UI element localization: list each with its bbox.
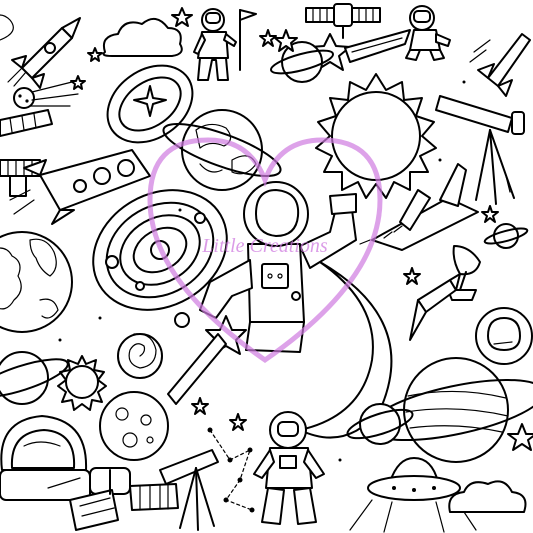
small-ringed-planet-icon — [270, 29, 334, 83]
helmet-right-icon — [475, 307, 533, 365]
rocket-top-right-icon — [469, 33, 531, 97]
small-planet-right-icon — [483, 223, 529, 249]
sun-large-icon — [315, 73, 437, 199]
astronaut-floating-icon — [405, 5, 451, 61]
crescent-planet-icon — [106, 64, 194, 144]
earth-globe-icon — [0, 231, 73, 333]
shooting-star-center-icon — [167, 315, 247, 405]
cloud-icon — [102, 17, 183, 57]
spiral-galaxy-icon — [117, 333, 163, 379]
ringed-planet-left-icon — [0, 351, 69, 405]
star-right-icon — [507, 423, 533, 451]
astronaut-walking-icon — [253, 411, 325, 525]
satellite-dish-icon — [447, 245, 481, 301]
satellite-icon — [305, 3, 381, 39]
space-probe-bottom-icon — [69, 467, 179, 531]
rocket-right-icon — [409, 273, 461, 341]
constellation-icon — [207, 427, 255, 513]
comet-icon — [13, 81, 79, 109]
cloud-bottom-icon — [448, 480, 527, 513]
stars-cluster-icon — [70, 7, 193, 90]
swirl-icon — [0, 14, 14, 41]
rocket-top-left-icon — [7, 17, 81, 89]
telescope-right-icon — [435, 95, 525, 205]
sun-small-icon — [57, 355, 107, 411]
astronaut-with-flag-icon — [193, 8, 257, 81]
patterned-planet-icon — [162, 109, 282, 191]
scattered-stars-icon — [58, 29, 499, 462]
telescope-bottom-icon — [159, 449, 219, 531]
space-shuttle-icon — [359, 163, 479, 251]
space-probe-icon — [0, 109, 53, 137]
ufo-icon — [349, 457, 477, 533]
rocket-left-icon — [9, 149, 151, 225]
helmet-bottom-left-icon — [0, 415, 91, 501]
small-ringed-planet-bottom-icon — [346, 403, 414, 445]
moon-cratered-icon — [99, 391, 169, 461]
large-ringed-planet-icon — [366, 357, 533, 463]
